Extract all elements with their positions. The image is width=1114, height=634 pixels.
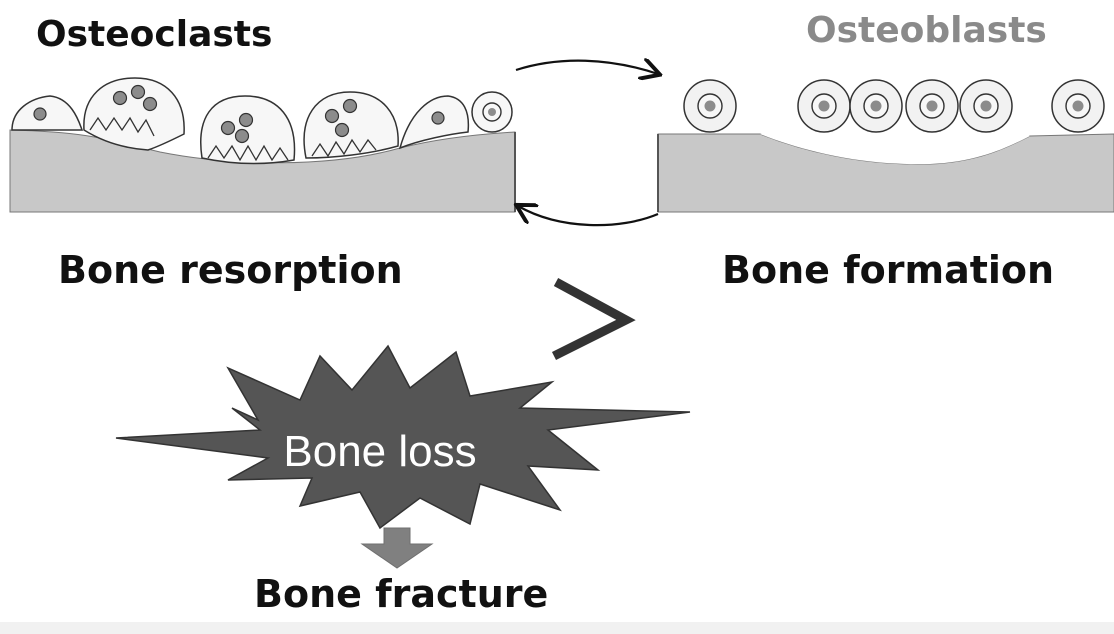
osteoblast-cell [798,80,850,132]
nucleus [236,130,249,143]
greater-than-sign [554,282,626,356]
nucleus [144,98,157,111]
nucleus [344,100,357,113]
osteoblast-cell [684,80,736,132]
bottom-strip [0,622,1114,634]
osteoclast-3 [304,92,398,158]
bone-formation-label: Bone formation [722,248,1054,292]
nucleus [240,114,253,127]
nucleus [114,92,127,105]
bone-resorption-label: Bone resorption [58,248,403,292]
osteoclast-2 [201,96,295,164]
nucleus [222,122,235,135]
osteoblast-cell [1052,80,1104,132]
bone-loss-label: Bone loss [283,427,476,476]
bone-fracture-label: Bone fracture [254,572,548,616]
nucleus [326,110,339,123]
arrow-to-resorption [518,206,658,225]
osteoblast-cell [960,80,1012,132]
nucleus [336,124,349,137]
nucleus [132,86,145,99]
osteoblast-cell [850,80,902,132]
down-arrow-icon [362,528,432,568]
flat-cell-left [12,96,82,130]
osteoblast-cell [906,80,958,132]
arrow-to-formation [516,61,658,74]
round-cell-left [472,92,512,132]
